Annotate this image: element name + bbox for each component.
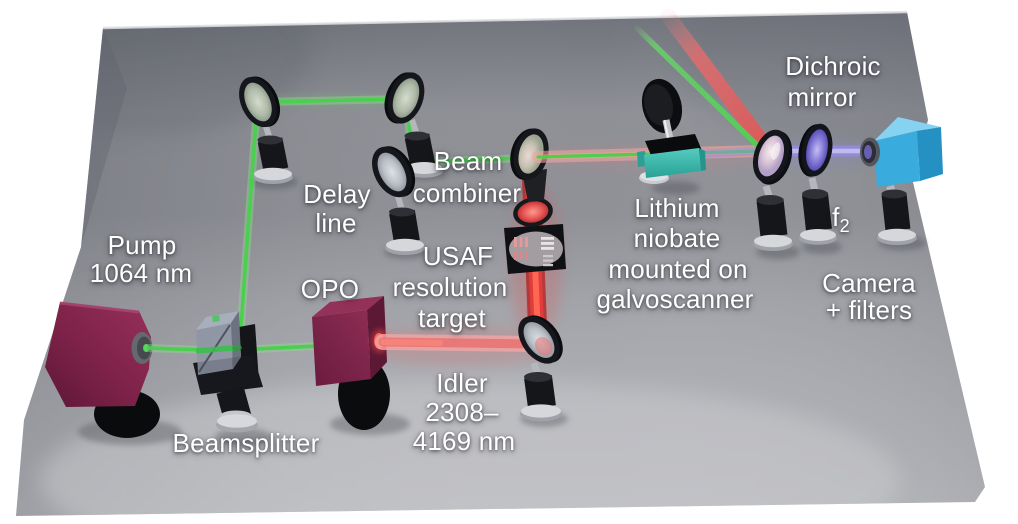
pump-housing: [45, 302, 151, 407]
relay-lens: [513, 197, 553, 227]
mirror-face: [244, 82, 272, 122]
pump-laser: [45, 301, 160, 438]
camera-body-side: [917, 127, 943, 181]
wall-fold-panel: [81, 28, 127, 247]
lens-glass: [806, 129, 828, 171]
delay-line-mirror-2: [384, 72, 443, 178]
camera-body-front: [874, 131, 920, 187]
mirror-face: [377, 152, 407, 192]
opo-housing: [312, 310, 371, 386]
reflected-green-beam: [634, 25, 764, 152]
idler-fold-mirror: [518, 315, 563, 422]
camera-with-filters: [860, 117, 943, 245]
beam-combiner-mirror: [510, 128, 549, 202]
lithium-niobate-crystal: [644, 148, 701, 178]
reflected-beams: [634, 8, 774, 155]
usaf-resolution-target: [504, 224, 566, 274]
dichroic-mirror: [752, 129, 793, 251]
delay-line-mirror-1: [239, 76, 293, 184]
galvo-motor: [641, 78, 683, 134]
idler-beam-horizontal: [375, 334, 542, 352]
wall-top-edge: [102, 10, 908, 30]
fold-mirror: [372, 146, 425, 255]
usaf-bars: [514, 237, 554, 267]
lens-glass: [517, 201, 549, 223]
lithium-niobate-galvoscanner: [637, 78, 706, 184]
beam-inside-cube: [195, 345, 234, 354]
f2-lens: [798, 123, 837, 245]
usaf-pattern-area: [509, 231, 563, 267]
beamsplitter-cube: [193, 311, 263, 433]
mirror-face: [392, 78, 420, 118]
reflected-red-beam: [660, 8, 774, 155]
mirror-face: [518, 134, 544, 174]
camera-body-top: [874, 117, 941, 141]
